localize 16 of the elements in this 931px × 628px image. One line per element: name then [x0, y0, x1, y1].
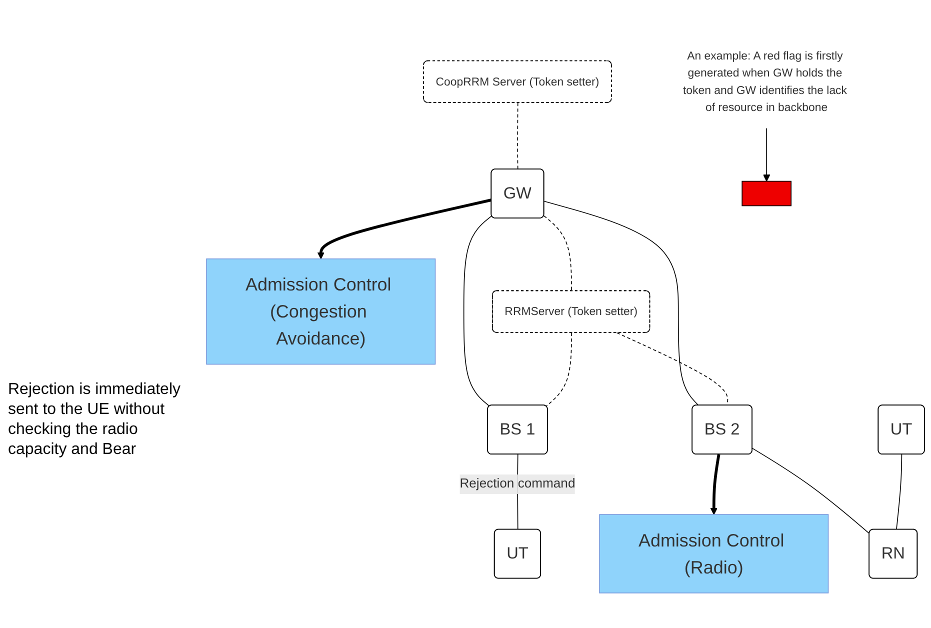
node-bar [742, 180, 792, 206]
note-text: Rejection is immediately sent to the UE without checking the radio capacity and Bear [8, 380, 182, 460]
arrow [317, 198, 492, 260]
connector [546, 332, 572, 407]
connector [896, 454, 902, 530]
node-box: Admission Control (Radio) [599, 514, 829, 594]
arrow [710, 454, 720, 515]
connector [463, 215, 492, 407]
connector [544, 200, 700, 406]
connector [517, 102, 518, 170]
node-text: An example: A red flag is firstly generated when GW holds the token and GW identifies the lack of resource in backbone [682, 48, 847, 114]
arrow [763, 128, 770, 182]
edge-label: Rejection command [460, 476, 576, 491]
connector [752, 448, 870, 534]
node-box: Admission Control (Congestion Avoidance) [206, 258, 436, 365]
connector [544, 215, 572, 292]
